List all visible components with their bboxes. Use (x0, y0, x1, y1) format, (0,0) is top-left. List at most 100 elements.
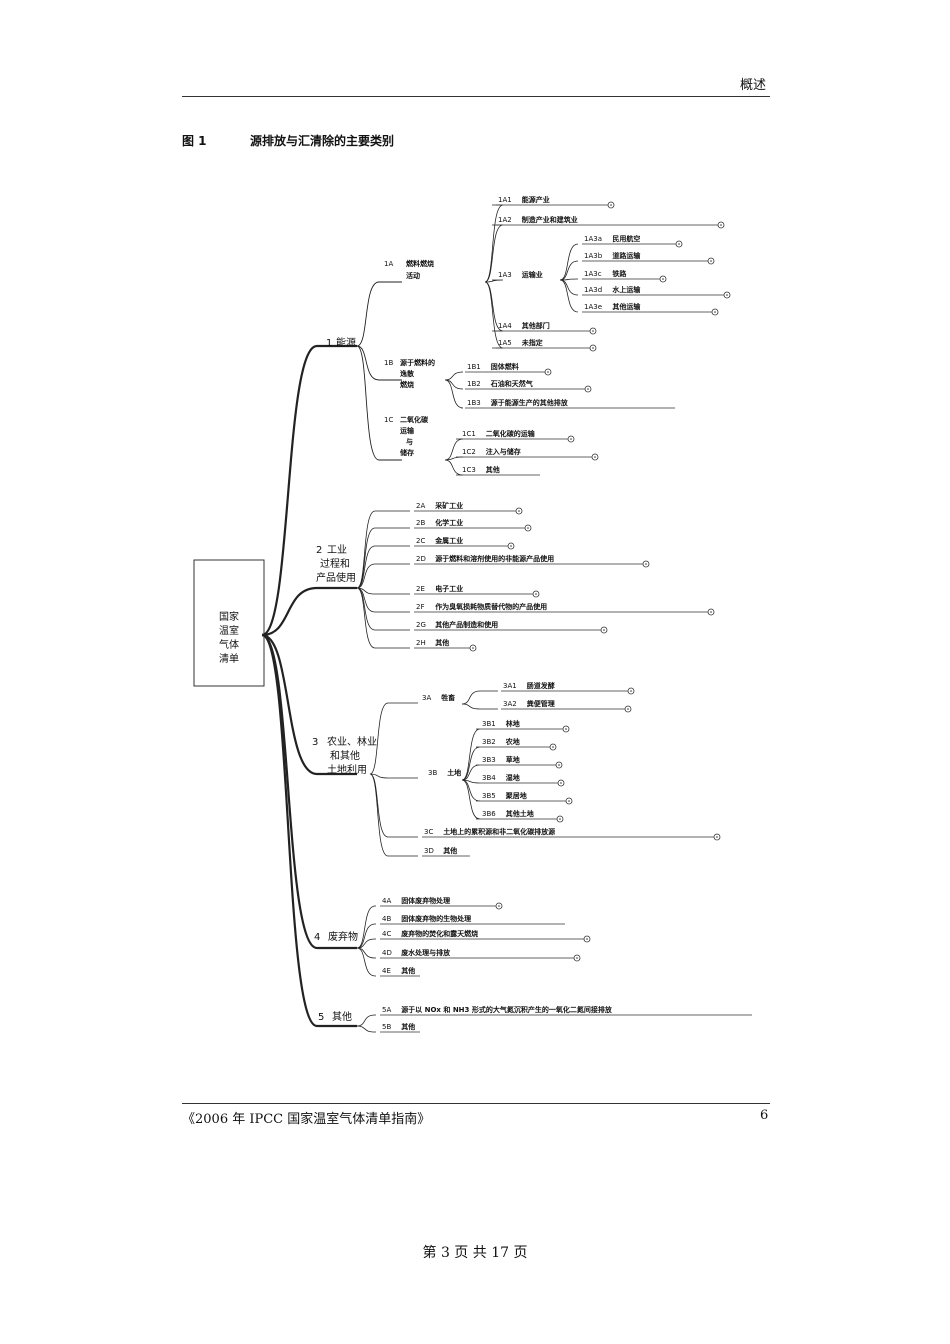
node-name: 其他运输 (612, 302, 641, 311)
node-code: 3C (424, 828, 433, 836)
footer-page-number: 6 (760, 1108, 769, 1123)
node-name: 源于燃料的 (400, 358, 435, 367)
edge-curve (461, 728, 481, 781)
expand-marker-dot (710, 260, 712, 262)
expand-marker-dot (592, 330, 594, 332)
node-name: 其他 (332, 1010, 352, 1023)
node-code: 3B1 (482, 720, 496, 728)
node-name: 草地 (506, 755, 520, 764)
node-code: 1A2 (498, 216, 512, 224)
node-name: 其他 (401, 966, 415, 975)
edge-curve (444, 371, 464, 381)
edge-curve (356, 545, 410, 589)
node-code: 1A (384, 260, 393, 268)
node-name: 其他 (401, 1022, 415, 1031)
root-label: 国家温室气体清单 (219, 610, 239, 665)
edge-curve (356, 947, 376, 977)
node-name: 与 (406, 437, 413, 446)
node-code: 2A (416, 502, 425, 510)
edge-curve (356, 510, 410, 589)
node-code: 2 (316, 545, 322, 556)
expand-marker-dot (678, 243, 680, 245)
expand-marker-dot (726, 294, 728, 296)
node-name: 废弃物的焚化和露天燃烧 (401, 929, 478, 938)
edge-curve (356, 587, 410, 595)
node-name: 农地 (505, 737, 520, 746)
node-name: 肠道发酵 (526, 681, 555, 690)
node-code: 1C1 (462, 430, 476, 438)
node-name: 二氧化碳 (400, 415, 429, 424)
expand-marker-dot (552, 746, 554, 748)
node-code: 3B6 (482, 810, 496, 818)
edge-curve (461, 764, 481, 781)
node-name: 源于能源生产的其他排放 (491, 398, 569, 407)
expand-marker-dot (716, 836, 718, 838)
node-name: 制造产业和建筑业 (522, 215, 578, 224)
edge-curve (444, 379, 464, 390)
node-name: 土地利用 (327, 763, 367, 776)
edge-curve (356, 1025, 376, 1033)
expand-marker-dot (568, 800, 570, 802)
node-name: 活动 (406, 271, 420, 280)
edge-curve (444, 379, 464, 409)
tree-branch-other (261, 633, 357, 1028)
node-name: 固体燃料 (491, 362, 519, 371)
node-code: 2E (416, 585, 425, 593)
expand-marker-dot (535, 593, 537, 595)
node-name: 牲畜 (441, 693, 455, 702)
edge-curve (559, 243, 579, 281)
node-name: 水上运输 (612, 285, 641, 294)
expand-marker-dot (714, 311, 716, 313)
node-name: 化学工业 (435, 518, 463, 527)
node-code: 3A1 (503, 682, 517, 690)
edge-curve (444, 456, 464, 461)
node-name: 运输 (400, 426, 415, 435)
node-code: 4E (382, 967, 391, 975)
footer-source: 《2006 年 IPCC 国家温室气体清单指南》 (182, 1112, 431, 1127)
node-code: 3A2 (503, 700, 517, 708)
expand-marker-dot (662, 278, 664, 280)
node-code: 4B (382, 915, 391, 923)
tree-branch-ippu (261, 586, 357, 637)
node-code: 1A5 (498, 339, 512, 347)
node-name: 其他 (486, 465, 500, 474)
node-name: 源于燃料和溶剂使用的非能源产品使用 (435, 554, 554, 563)
expand-marker-dot (559, 818, 561, 820)
edge-curve (356, 563, 410, 589)
expand-marker-dot (627, 708, 629, 710)
node-name: 其他土地 (506, 809, 534, 818)
node-name: 过程和 (320, 557, 350, 570)
expand-marker-dot (498, 905, 500, 907)
expand-marker-dot (560, 782, 562, 784)
node-name: 其他 (435, 638, 449, 647)
node-name: 石油和天然气 (490, 379, 533, 388)
expand-marker-dot (603, 629, 605, 631)
footer-rule (182, 1103, 770, 1104)
node-name: 储存 (399, 448, 414, 457)
node-code: 2C (416, 537, 425, 545)
edge-curve (461, 779, 481, 820)
tree-branch-afolu (261, 633, 357, 776)
edge-curve (559, 260, 579, 281)
node-code: 1A3d (584, 286, 602, 294)
node-name: 燃料燃烧 (405, 259, 434, 268)
edge-curve (369, 773, 418, 857)
node-name: 二氧化碳的运输 (486, 429, 536, 438)
root-label-line: 气体 (219, 638, 239, 651)
expand-marker-dot (586, 938, 588, 940)
node-name: 废弃物 (328, 930, 358, 943)
node-code: 2F (416, 603, 424, 611)
node-name: 燃烧 (399, 380, 414, 389)
edge-curve (461, 746, 481, 781)
node-code: 1B3 (467, 399, 481, 407)
node-code: 5B (382, 1023, 391, 1031)
expand-marker-dot (645, 563, 647, 565)
node-code: 3A (422, 694, 431, 702)
expand-marker-dot (587, 388, 589, 390)
node-code: 1A1 (498, 196, 512, 204)
expand-marker-dot (565, 728, 567, 730)
root-label-line: 清单 (219, 652, 239, 665)
edge-curve (461, 690, 498, 705)
node-code: 1A3b (584, 252, 603, 260)
node-code: 1 (326, 338, 332, 349)
